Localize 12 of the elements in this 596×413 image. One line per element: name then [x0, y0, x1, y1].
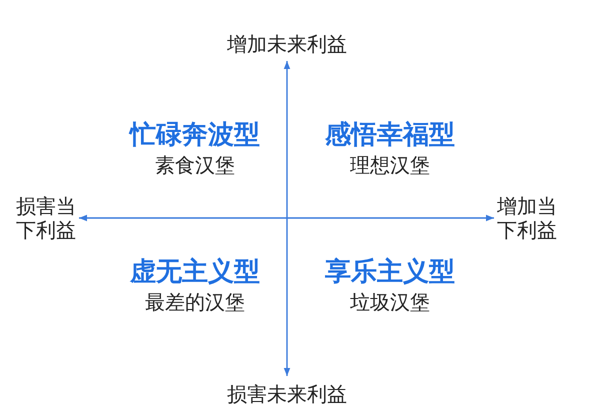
- quadrant-title: 感悟幸福型: [325, 120, 455, 150]
- quadrant-subtitle: 最差的汉堡: [145, 290, 245, 314]
- axis-label: 增加未来利益: [227, 32, 347, 56]
- quadrant-title: 忙碌奔波型: [130, 120, 260, 150]
- quadrant-subtitle: 理想汉堡: [350, 153, 430, 177]
- axis-label: 增加当下利益: [497, 194, 558, 242]
- axis-label: 损害当下利益: [16, 194, 77, 242]
- quadrant-subtitle: 垃圾汉堡: [350, 290, 430, 314]
- quadrant-subtitle: 素食汉堡: [155, 153, 235, 177]
- quadrant-title: 虚无主义型: [130, 257, 260, 287]
- quadrant-title: 享乐主义型: [325, 257, 455, 287]
- axis-label: 损害未来利益: [227, 382, 347, 406]
